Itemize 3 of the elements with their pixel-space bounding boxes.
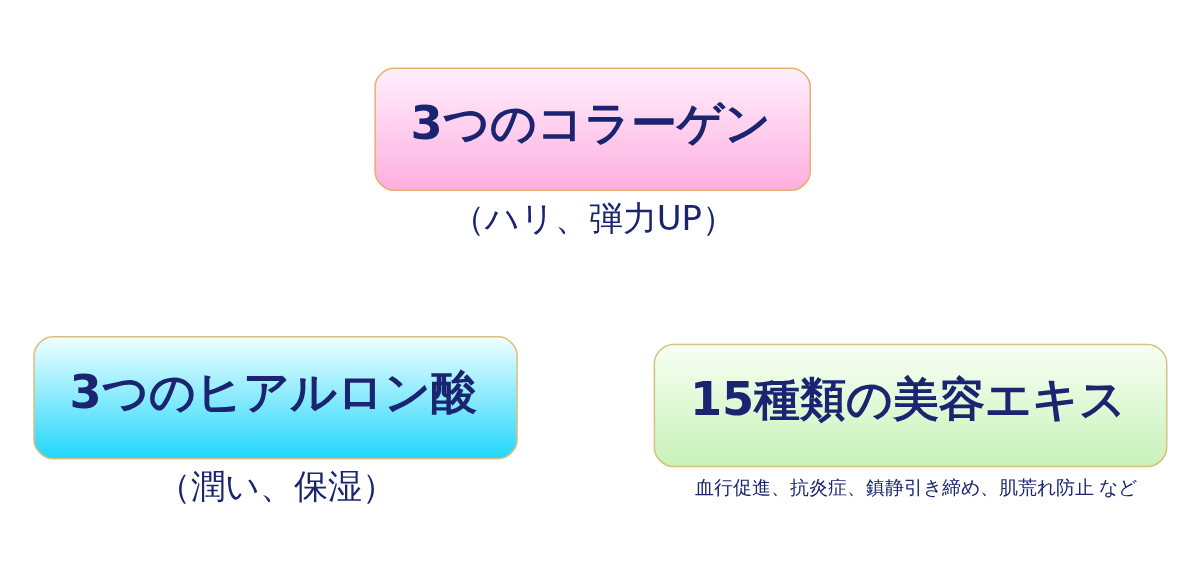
node-label: （潤い、保湿）	[156, 465, 396, 506]
node-label: （ハリ、弾力UP）	[450, 197, 737, 238]
node-label: 血行促進、抗炎症、鎮静引き締め、肌荒れ防止 など	[694, 476, 1138, 498]
